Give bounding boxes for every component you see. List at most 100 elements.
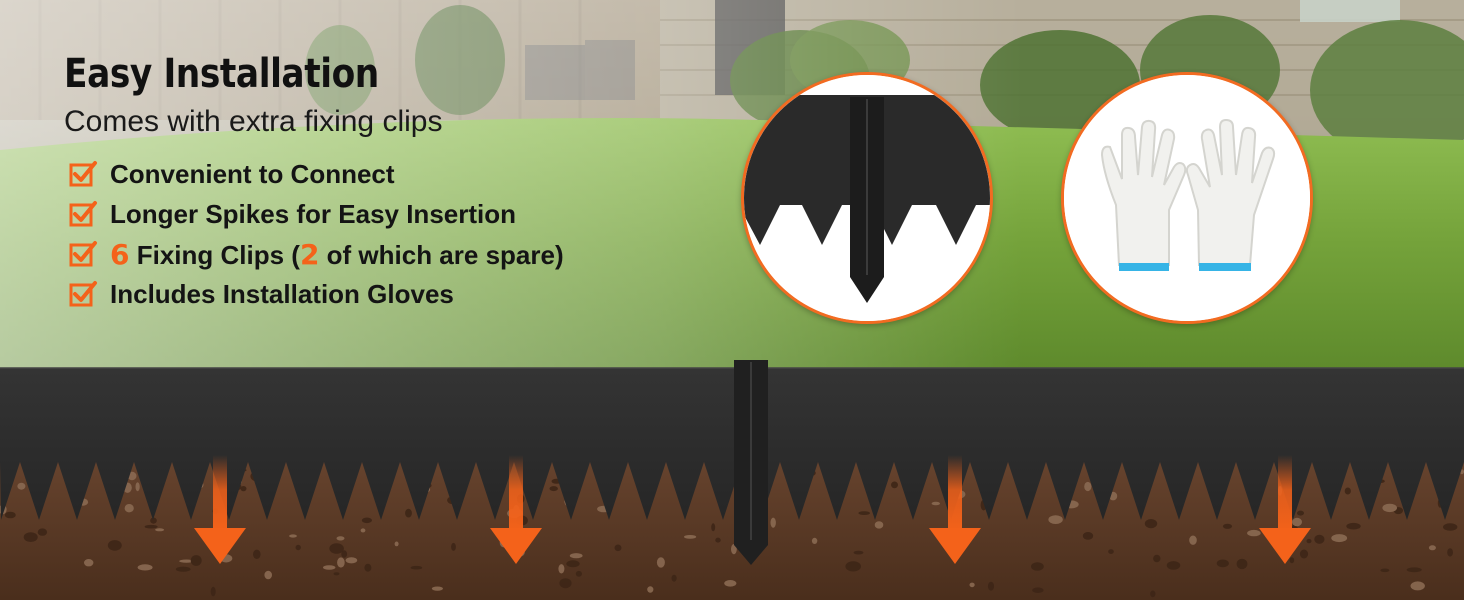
- pebble: [858, 511, 870, 515]
- feature-list: Convenient to Connect Longer Spikes for …: [68, 154, 704, 314]
- feature-item: Longer Spikes for Easy Insertion: [68, 194, 704, 234]
- pebble: [1108, 549, 1114, 554]
- checkbox-check-icon: [69, 281, 97, 307]
- pebble: [874, 521, 884, 529]
- pebble: [451, 542, 456, 551]
- feature-label: Longer Spikes for Easy Insertion: [110, 198, 516, 229]
- pebble: [1428, 545, 1436, 551]
- pebble: [1447, 548, 1453, 557]
- pebble: [647, 586, 654, 593]
- connector-stake: [734, 360, 768, 565]
- pebble: [37, 528, 48, 536]
- pebble: [1166, 561, 1181, 570]
- pebble: [1380, 568, 1390, 573]
- pebble: [1031, 562, 1044, 571]
- pebble: [150, 517, 157, 524]
- pebble: [1153, 554, 1161, 563]
- pebble: [210, 586, 216, 597]
- feature-item: Convenient to Connect: [68, 154, 704, 194]
- pebble: [614, 544, 622, 552]
- pebble: [295, 544, 301, 551]
- pebble: [289, 534, 297, 538]
- pebble: [1292, 517, 1302, 527]
- pebble: [671, 574, 677, 582]
- pebble: [329, 543, 344, 554]
- pebble: [1406, 567, 1422, 573]
- pebble: [323, 565, 336, 570]
- pebble: [845, 561, 861, 572]
- pebble: [124, 504, 134, 513]
- pebble: [969, 582, 975, 588]
- pebble: [405, 508, 412, 518]
- pebble: [360, 528, 366, 533]
- pebble: [1048, 515, 1063, 524]
- pebble: [23, 532, 38, 542]
- pebble: [566, 560, 580, 568]
- arrow-down-icon: [929, 455, 981, 564]
- pebble: [1410, 581, 1425, 591]
- checkbox-check-icon: [69, 241, 97, 267]
- pebble: [410, 565, 423, 570]
- pebble: [1344, 487, 1351, 495]
- fixing-clip-stake: [850, 97, 884, 303]
- pebble: [144, 524, 158, 529]
- feature-label-part: of which are spare): [319, 239, 564, 270]
- glove-left: [1100, 119, 1187, 271]
- pebble: [137, 564, 153, 571]
- pebble: [1331, 534, 1348, 543]
- pebble: [811, 537, 818, 545]
- pebble: [341, 550, 348, 558]
- headline-subtitle: Comes with extra fixing clips: [64, 105, 443, 138]
- pebble: [1082, 532, 1094, 540]
- pebble: [575, 570, 583, 577]
- pebble: [17, 482, 26, 490]
- pebble: [549, 486, 558, 492]
- pebble: [1382, 503, 1397, 513]
- pebble: [336, 536, 345, 541]
- pebble: [1216, 559, 1229, 568]
- pebble: [711, 523, 716, 532]
- pebble: [155, 528, 165, 532]
- feature-label: 6 Fixing Clips (2 of which are spare): [110, 238, 564, 271]
- headline-title: Easy Installation: [64, 51, 379, 97]
- pebble: [1150, 590, 1156, 598]
- pebble: [1247, 529, 1261, 537]
- spare-count-highlight: 2: [299, 237, 320, 271]
- lawn-edging-strip: [0, 368, 1464, 520]
- pebble: [1314, 534, 1325, 544]
- pebble: [987, 581, 995, 591]
- pebble: [179, 559, 194, 563]
- pebble: [84, 559, 94, 567]
- glove-right: [1185, 118, 1276, 271]
- pebble: [1144, 519, 1158, 529]
- pebble: [394, 541, 399, 547]
- pebble: [4, 511, 16, 519]
- pebble: [252, 549, 261, 559]
- pebble: [345, 557, 358, 564]
- arrow-down-icon: [1259, 455, 1311, 564]
- pebble: [107, 540, 122, 551]
- pebble: [1346, 522, 1361, 530]
- pebble: [364, 563, 372, 572]
- pebble: [1032, 587, 1044, 593]
- pebble: [715, 537, 721, 543]
- pebble: [175, 566, 191, 572]
- pebble: [1084, 481, 1092, 492]
- pebble: [770, 517, 776, 528]
- arrow-down-icon: [490, 455, 542, 564]
- pebble: [558, 564, 565, 574]
- clip-count-highlight: 6: [110, 237, 130, 271]
- feature-label: Includes Installation Gloves: [110, 278, 454, 309]
- checkbox-check-icon: [69, 161, 97, 187]
- feature-item: 6 Fixing Clips (2 of which are spare): [68, 234, 704, 274]
- feature-label-part: Fixing Clips (: [129, 239, 300, 270]
- pebble: [559, 578, 572, 589]
- feature-label: Convenient to Connect: [110, 158, 395, 189]
- pebble: [1236, 558, 1248, 570]
- pebble: [431, 586, 443, 591]
- pebble: [853, 550, 864, 555]
- pebble: [190, 555, 202, 566]
- pebble: [240, 486, 247, 492]
- pebble: [1222, 523, 1233, 529]
- promo-copy: Easy Installation Comes with extra fixin…: [64, 50, 704, 314]
